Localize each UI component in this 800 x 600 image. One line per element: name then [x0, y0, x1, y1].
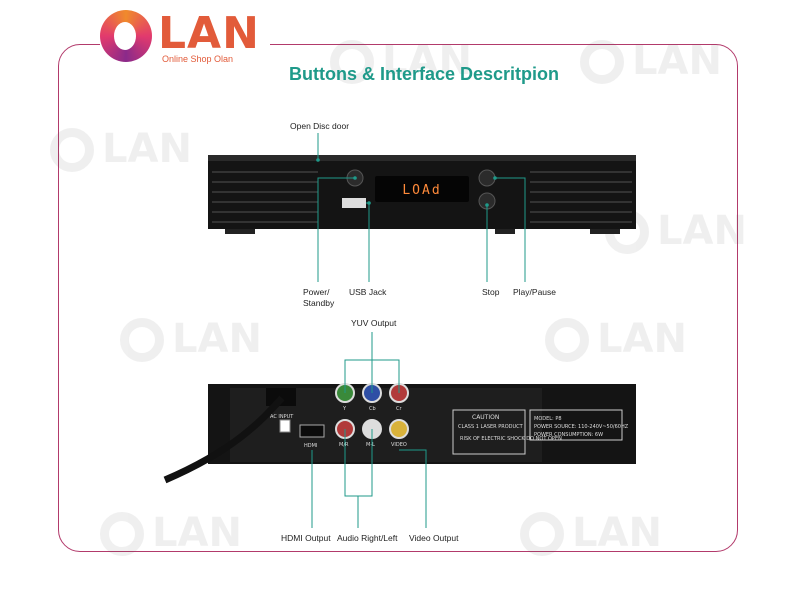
shock-label: RISK OF ELECTRIC SHOCK DO NOT OPEN	[460, 436, 562, 442]
cb-port-label: Cb	[369, 406, 376, 412]
content-frame	[58, 44, 738, 552]
power-source-label: POWER SOURCE: 110-240V~50/60HZ	[534, 424, 629, 430]
back-unit	[208, 383, 636, 464]
panel-text: AC INPUT HDMI Y Cb Cr M/R M-L VIDEO CAUT…	[270, 406, 629, 449]
label-stop: Stop	[482, 287, 500, 297]
mr-port-label: M/R	[339, 442, 349, 448]
brand-tagline: Online Shop Olan	[162, 54, 234, 64]
front-unit: LOAd	[208, 155, 636, 234]
logo-o-icon	[100, 10, 152, 62]
label-video-output: Video Output	[409, 533, 459, 543]
ac-input-label: AC INPUT	[270, 414, 294, 420]
display-text: LOAd	[402, 183, 441, 198]
label-power-standby: Power/ Standby	[303, 287, 335, 308]
brand-logo: LAN Online Shop Olan	[100, 8, 270, 70]
label-play-pause: Play/Pause	[513, 287, 556, 297]
consumption-label: POWER CONSUMPTION: 6W	[534, 432, 603, 438]
page-title: Buttons & Interface Descritpion	[288, 64, 560, 84]
label-usb-jack: USB Jack	[349, 287, 387, 297]
y-port-label: Y	[342, 406, 347, 412]
label-open-disc: Open Disc door	[290, 121, 350, 131]
cr-port-label: Cr	[396, 406, 402, 412]
hdmi-port-label: HDMI	[304, 443, 317, 449]
label-hdmi-output: HDMI Output	[281, 533, 331, 543]
video-port-label: VIDEO	[391, 442, 407, 448]
ml-port-label: M-L	[366, 442, 375, 448]
model-label: MODEL: P8	[534, 416, 562, 422]
brand-name: LAN	[158, 8, 260, 59]
caution-label: CAUTION	[472, 414, 499, 421]
label-yuv-output: YUV Output	[351, 318, 397, 328]
class1-label: CLASS 1 LASER PRODUCT	[458, 424, 524, 430]
label-audio-rl: Audio Right/Left	[337, 533, 398, 543]
